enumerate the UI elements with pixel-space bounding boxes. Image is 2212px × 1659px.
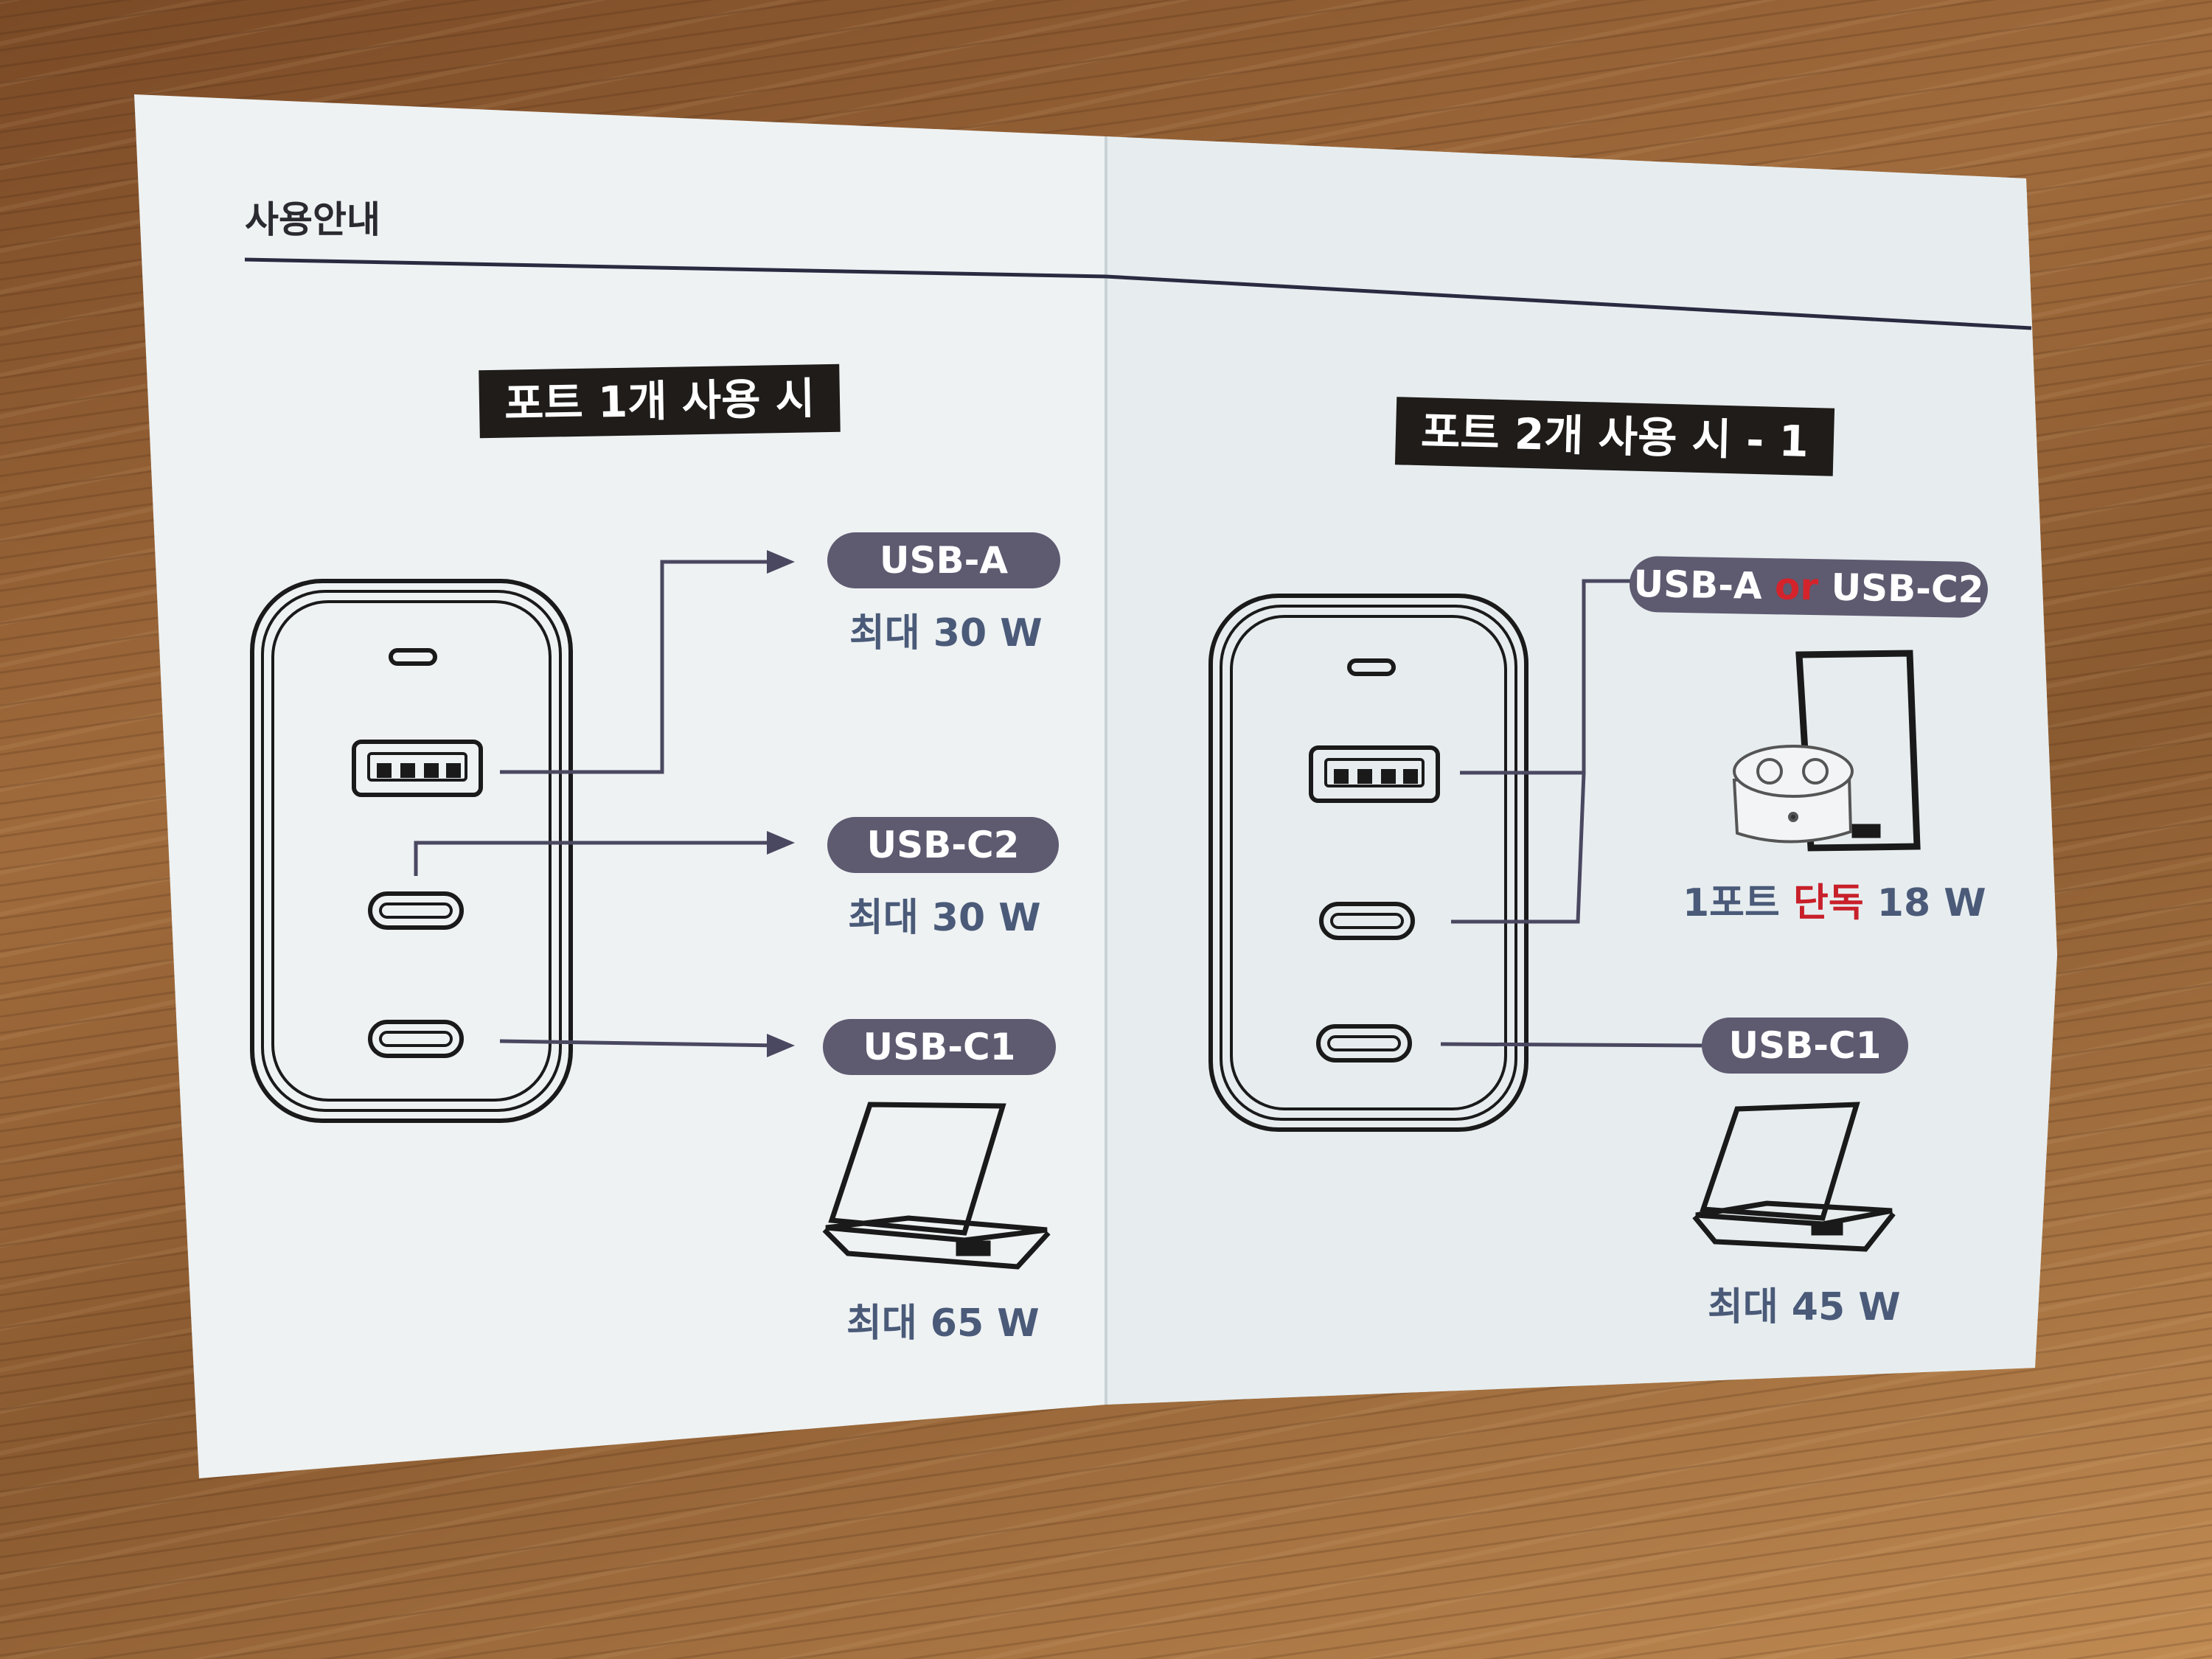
page-title: 사용안내 xyxy=(245,190,380,243)
watt-shared-prefix: 1포트 xyxy=(1683,881,1780,925)
label-or-text: or xyxy=(1775,565,1819,608)
label-usb-a: USB-A xyxy=(827,532,1060,588)
label-usb-c1-right: USB-C1 xyxy=(1702,1018,1908,1074)
label-usb-c2-text: USB-C2 xyxy=(1831,566,1984,612)
watt-usb-a: 최대 30 W xyxy=(849,602,1043,657)
watt-shared-mid: 단독 xyxy=(1793,881,1864,925)
watt-usb-c2: 최대 30 W xyxy=(848,886,1041,942)
section-title-right: 포트 2개 사용 시 - 1 xyxy=(1395,397,1834,476)
label-usb-c2: USB-C2 xyxy=(827,817,1059,873)
earbuds-case-icon xyxy=(1734,746,1852,842)
label-usb-a-or-c2: USB-A or USB-C2 xyxy=(1629,556,1988,618)
label-usb-a-text: USB-A xyxy=(1633,563,1762,608)
watt-usb-c1-right: 최대 45 W xyxy=(1708,1276,1901,1331)
section-title-left: 포트 1개 사용 시 xyxy=(479,364,841,439)
watt-shared: 1포트 단독 18 W xyxy=(1683,872,1986,927)
watt-shared-suffix: 18 W xyxy=(1877,881,1986,925)
label-usb-c1: USB-C1 xyxy=(823,1019,1056,1075)
watt-usb-c1: 최대 65 W xyxy=(846,1292,1040,1347)
